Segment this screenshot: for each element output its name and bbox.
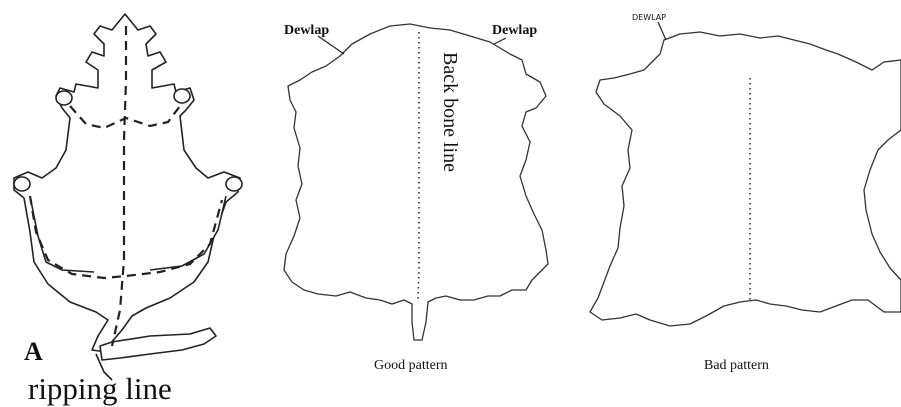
panel-a-animal-outline	[14, 14, 242, 380]
bad-pattern-caption: Bad pattern	[704, 358, 769, 373]
good-pattern-hide	[284, 24, 548, 340]
ripping-line-caption: ripping line	[28, 371, 172, 406]
dewlap-label-right: Dewlap	[492, 23, 537, 38]
bad-pattern-hide	[590, 32, 901, 326]
dewlap-right-pointer	[494, 38, 506, 44]
backbone-line-label: Back bone line	[439, 52, 461, 172]
good-pattern-caption: Good pattern	[374, 358, 447, 373]
bad-dewlap-pointer	[658, 22, 666, 40]
panel-letter: A	[24, 337, 43, 366]
dewlap-left-pointer	[318, 36, 344, 54]
bad-dewlap-label: DEWLAP	[632, 13, 666, 22]
dewlap-label-left: Dewlap	[284, 23, 329, 38]
